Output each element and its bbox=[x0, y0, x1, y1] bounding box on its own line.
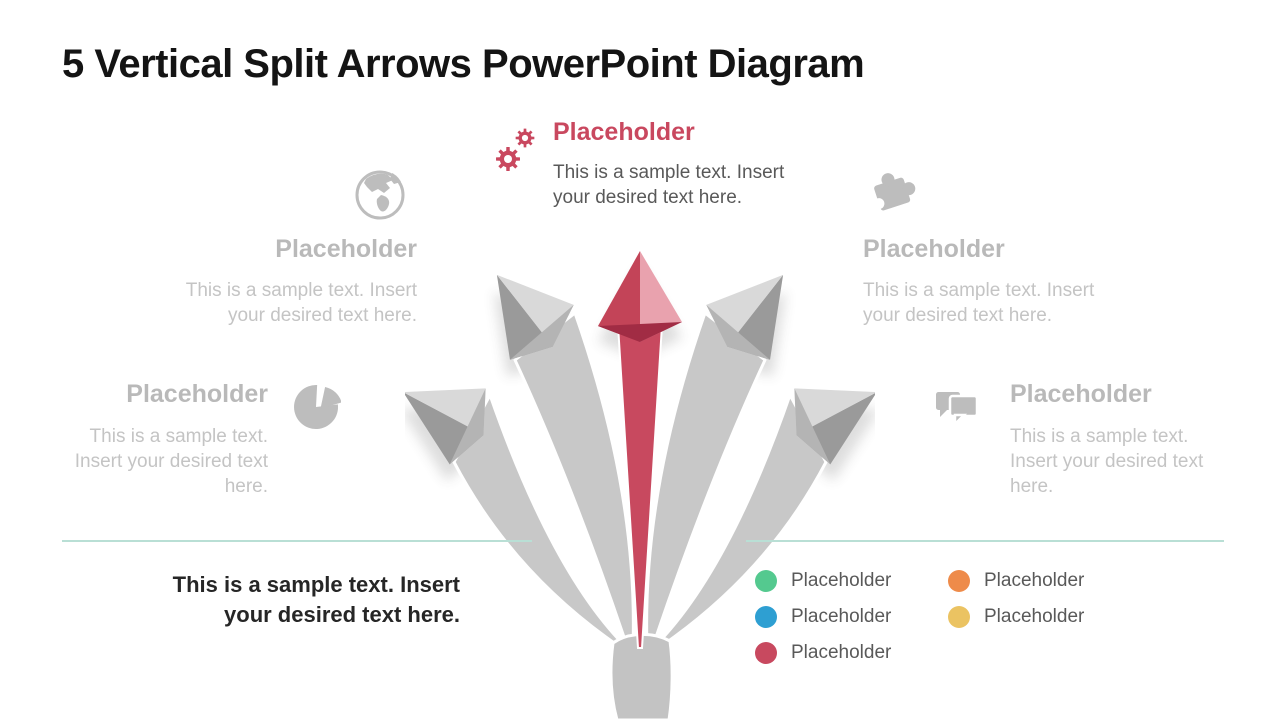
outer-right-arrowhead bbox=[794, 388, 875, 465]
legend-item: Placeholder bbox=[948, 605, 1128, 629]
page-title: 5 Vertical Split Arrows PowerPoint Diagr… bbox=[62, 42, 865, 86]
legend-dot bbox=[948, 606, 970, 628]
callout-title: Placeholder bbox=[1010, 380, 1152, 408]
chat-icon bbox=[933, 386, 987, 432]
split-arrows-svg bbox=[405, 251, 875, 720]
legend-label: Placeholder bbox=[984, 570, 1085, 591]
callout-title: Placeholder bbox=[275, 235, 417, 263]
legend: Placeholder Placeholder Placeholder Plac… bbox=[755, 569, 1225, 669]
legend-label: Placeholder bbox=[791, 570, 892, 591]
callout-title: Placeholder bbox=[126, 380, 268, 408]
divider-line-left bbox=[62, 540, 532, 542]
footer-note: This is a sample text. Insert your desir… bbox=[172, 572, 460, 627]
legend-item: Placeholder bbox=[755, 641, 935, 665]
globe-icon bbox=[353, 168, 407, 222]
gears-icon bbox=[492, 124, 540, 176]
center-arrowhead bbox=[598, 251, 682, 342]
legend-label: Placeholder bbox=[791, 642, 892, 663]
legend-item: Placeholder bbox=[755, 605, 935, 629]
divider-line-right bbox=[746, 540, 1224, 542]
outer-left-arrowhead bbox=[405, 388, 486, 465]
inner-right-arrowhead bbox=[706, 274, 784, 360]
callout-text: This is a sample text. Insert your desir… bbox=[1010, 426, 1204, 497]
legend-dot bbox=[755, 570, 777, 592]
callout-text: This is a sample text. Insert your desir… bbox=[185, 280, 417, 326]
legend-dot bbox=[755, 606, 777, 628]
callout-text: This is a sample text. Insert your desir… bbox=[74, 426, 268, 497]
legend-label: Placeholder bbox=[984, 606, 1085, 627]
callout-title: Placeholder bbox=[863, 235, 1005, 263]
callout-text: This is a sample text. Insert your desir… bbox=[553, 162, 785, 208]
puzzle-icon bbox=[863, 164, 921, 220]
split-arrows-graphic bbox=[405, 243, 875, 720]
legend-item: Placeholder bbox=[755, 569, 935, 593]
callout-text: This is a sample text. Insert your desir… bbox=[863, 280, 1095, 326]
inner-left-arrowhead bbox=[496, 274, 574, 360]
legend-dot bbox=[755, 642, 777, 664]
pie-chart-icon bbox=[291, 382, 341, 432]
legend-dot bbox=[948, 570, 970, 592]
legend-label: Placeholder bbox=[791, 606, 892, 627]
legend-item: Placeholder bbox=[948, 569, 1128, 593]
callout-title: Placeholder bbox=[553, 118, 695, 146]
